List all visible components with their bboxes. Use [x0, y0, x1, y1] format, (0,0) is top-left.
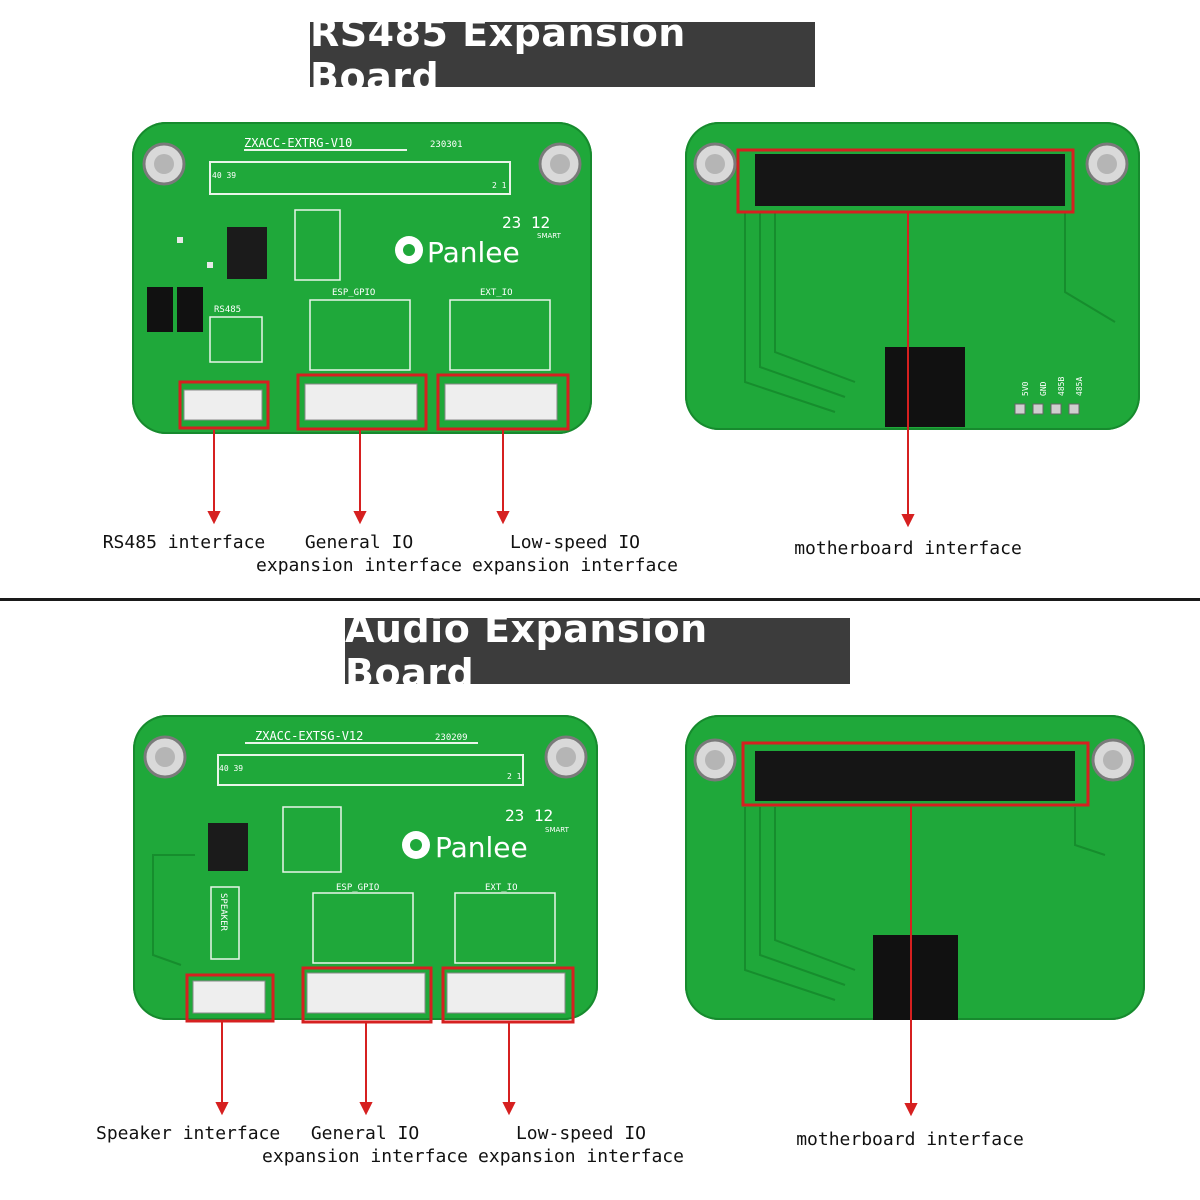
rs485-interface-label: RS485 interface [102, 532, 266, 553]
speaker-interface-label: Speaker interface [96, 1123, 281, 1144]
rs485-front-board-art: ZXACC-EXTRG-V10 230301 40 39 2 1 Panlee … [142, 136, 582, 421]
audio-back-board [685, 715, 1145, 1020]
rs485-header-mark-right: 2 1 [492, 181, 507, 190]
rs485-low-speed-io-label: Low-speed IO expansion interface [472, 532, 678, 576]
audio-header-mark-right: 2 1 [507, 772, 522, 781]
section-title-rs485: RS485 Expansion Board [310, 11, 815, 99]
audio-date-label: 230209 [435, 733, 468, 743]
rs485-brand-logo: Panlee [427, 236, 520, 269]
rs485-back-pin-485a: 485A [1075, 377, 1084, 396]
section-divider [0, 598, 1200, 601]
audio-general-io-label: General IO expansion interface [262, 1123, 468, 1167]
audio-front-board-art: ZXACC-EXTSG-V12 230209 40 39 2 1 Panlee … [143, 729, 588, 1014]
section-title-audio: Audio Expansion Board [345, 607, 850, 695]
rs485-brand-sub: SMART [537, 232, 562, 240]
audio-ext-io-label: EXT_IO [485, 883, 518, 893]
audio-brand-sub: SMART [545, 826, 570, 834]
audio-esp-gpio-label: ESP_GPIO [336, 883, 379, 893]
rs485-back-pin-gnd: GND [1039, 381, 1048, 396]
audio-brand-logo: Panlee [435, 831, 528, 864]
rs485-back-pin-5v0: 5V0 [1021, 381, 1030, 396]
rs485-back-board: 5V0 GND 485B 485A [685, 122, 1140, 430]
audio-low-speed-io-label: Low-speed IO expansion interface [478, 1123, 684, 1167]
audio-front-board: ZXACC-EXTSG-V12 230209 40 39 2 1 Panlee … [133, 715, 598, 1020]
audio-code: 23 12 [505, 806, 553, 825]
rs485-back-board-art: 5V0 GND 485B 485A [693, 142, 1129, 427]
audio-motherboard-interface-label: motherboard interface [796, 1129, 1024, 1150]
rs485-date-label: 230301 [430, 140, 463, 150]
audio-speaker-box-label: SPEAKER [218, 893, 228, 932]
rs485-header-mark-left: 40 39 [212, 171, 236, 180]
rs485-esp-gpio-label: ESP_GPIO [332, 288, 375, 298]
rs485-motherboard-interface-label: motherboard interface [794, 538, 1022, 559]
audio-header-mark-left: 40 39 [219, 764, 243, 773]
audio-back-board-art [693, 738, 1135, 1020]
rs485-front-board: ZXACC-EXTRG-V10 230301 40 39 2 1 Panlee … [132, 122, 592, 434]
rs485-general-io-label: General IO expansion interface [256, 532, 462, 576]
rs485-box-label: RS485 [214, 305, 241, 315]
rs485-ext-io-label: EXT_IO [480, 288, 513, 298]
rs485-back-pin-485b: 485B [1057, 377, 1066, 396]
rs485-model-label: ZXACC-EXTRG-V10 [244, 136, 352, 150]
rs485-code: 23 12 [502, 213, 550, 232]
audio-model-label: ZXACC-EXTSG-V12 [255, 729, 363, 743]
